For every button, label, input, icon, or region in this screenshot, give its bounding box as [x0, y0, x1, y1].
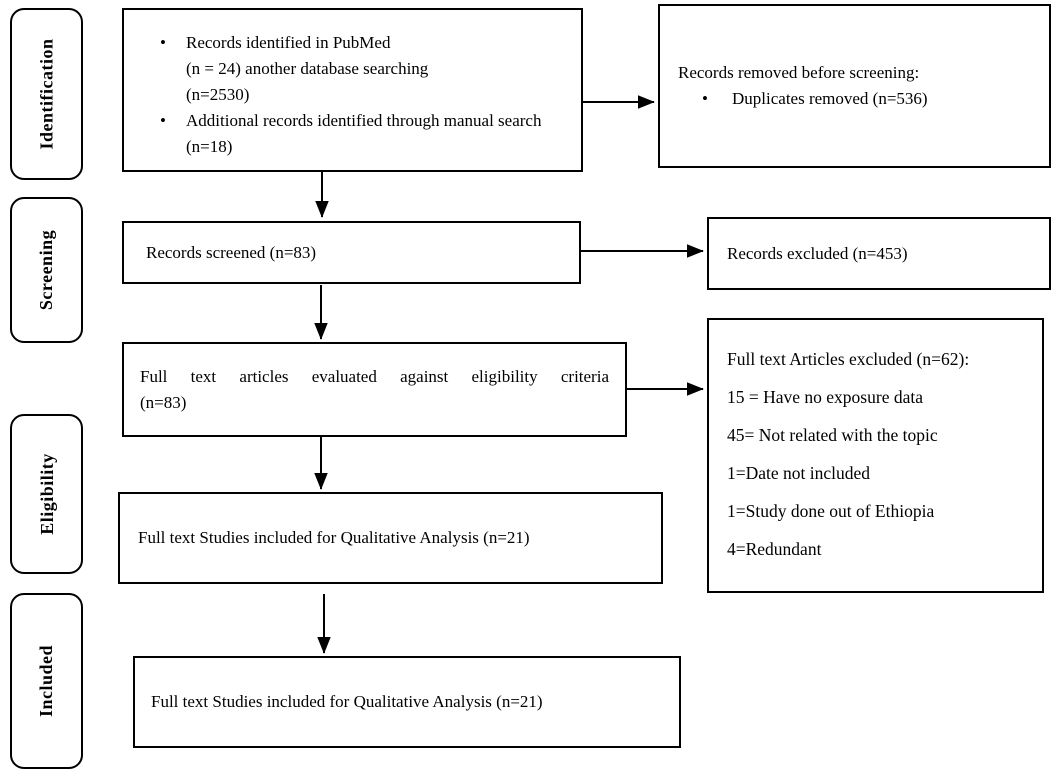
box-records-excluded: Records excluded (n=453)	[707, 217, 1051, 290]
exclusion-reason: 4=Redundant	[727, 539, 822, 559]
box-full-text-excluded: Full text Articles excluded (n=62): 15 =…	[707, 318, 1044, 593]
exclusion-reason: 1=Study done out of Ethiopia	[727, 501, 935, 521]
box-qualitative-analysis-eligibility: Full text Studies included for Qualitati…	[118, 492, 663, 584]
full-text-excluded-title: Full text Articles excluded (n=62):	[727, 349, 970, 369]
box-records-removed: Records removed before screening: • Dupl…	[658, 4, 1051, 168]
identification-record-item: • Additional records identified through …	[160, 108, 569, 160]
identification-record-text: Additional records identified through ma…	[186, 111, 542, 156]
records-removed-item: • Duplicates removed (n=536)	[678, 86, 1039, 112]
stage-label-text: Eligibility	[36, 453, 57, 535]
records-excluded-text: Records excluded (n=453)	[727, 243, 908, 263]
records-screened-text: Records screened (n=83)	[146, 242, 317, 262]
box-full-text-evaluated: Full text articles evaluated against eli…	[122, 342, 627, 437]
box-identification-records: • Records identified in PubMed (n = 24) …	[122, 8, 583, 172]
exclusion-reason: 15 = Have no exposure data	[727, 387, 923, 407]
records-removed-title: Records removed before screening:	[678, 63, 920, 82]
stage-label-text: Identification	[36, 38, 57, 150]
qualitative-analysis-included-text: Full text Studies included for Qualitati…	[151, 692, 543, 711]
stage-label-text: Included	[36, 644, 57, 718]
full-text-evaluated-text: Full text articles evaluated against eli…	[140, 366, 609, 412]
identification-record-item: • Records identified in PubMed (n = 24) …	[160, 30, 569, 108]
exclusion-reason: 1=Date not included	[727, 463, 871, 483]
stage-label-text: Screening	[36, 229, 57, 311]
stage-label-identification: Identification	[10, 8, 83, 180]
exclusion-reason: 45= Not related with the topic	[727, 425, 938, 445]
bullet-icon: •	[702, 89, 708, 108]
identification-record-text: Records identified in PubMed (n = 24) an…	[186, 33, 429, 104]
box-qualitative-analysis-included: Full text Studies included for Qualitati…	[133, 656, 681, 748]
bullet-icon: •	[160, 111, 166, 130]
bullet-icon: •	[160, 33, 166, 52]
stage-label-screening: Screening	[10, 197, 83, 343]
stage-label-eligibility: Eligibility	[10, 414, 83, 574]
stage-label-included: Included	[10, 593, 83, 769]
box-records-screened: Records screened (n=83)	[122, 221, 581, 284]
qualitative-analysis-eligibility-text: Full text Studies included for Qualitati…	[138, 528, 530, 547]
records-removed-text: Duplicates removed (n=536)	[732, 89, 928, 108]
